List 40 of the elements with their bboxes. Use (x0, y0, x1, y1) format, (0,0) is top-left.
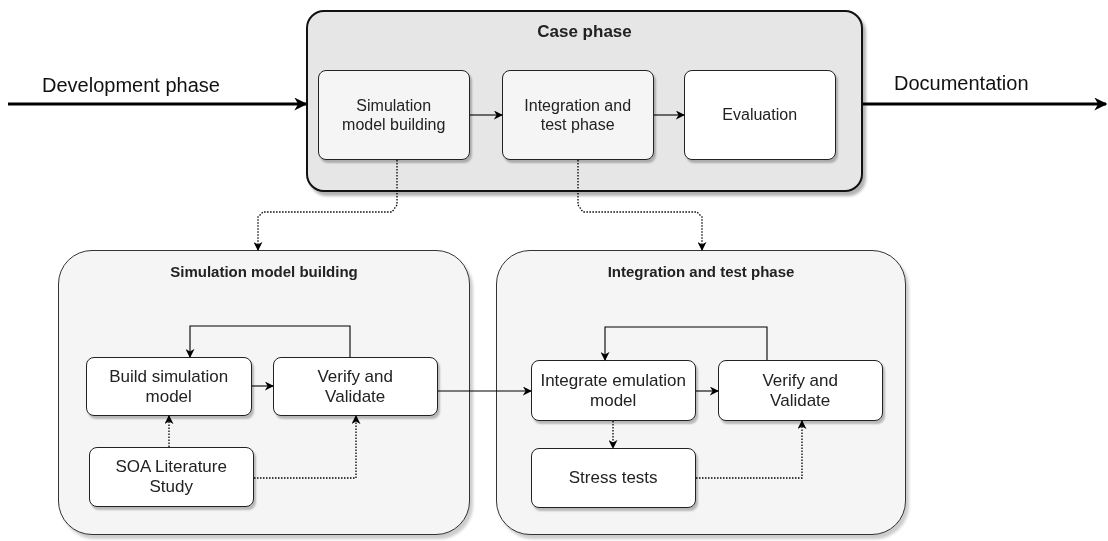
box-label: Verify and Validate (761, 370, 839, 411)
arrow (695, 420, 807, 479)
box-label: Integration and test phase (523, 95, 633, 135)
arrow (437, 386, 532, 396)
box-label: Build simulation model (108, 366, 230, 407)
phase-container (306, 10, 863, 192)
arrow (253, 415, 361, 479)
box-label: SOA Literature Study (114, 456, 228, 498)
box-label: Evaluation (721, 105, 799, 125)
process-box (531, 360, 696, 421)
arrow (577, 159, 707, 251)
arrow (8, 97, 308, 111)
edge-label: Development phase (40, 74, 222, 97)
process-box (273, 357, 438, 416)
process-box (502, 70, 654, 160)
arrow (253, 159, 398, 251)
arrow (608, 420, 618, 449)
box-label: Stress tests (567, 467, 659, 489)
box-label: Simulation model building (341, 95, 447, 135)
arrow (695, 386, 719, 396)
box-label: Integrate emulation model (539, 370, 687, 411)
container-title: Case phase (536, 22, 633, 43)
arrow (863, 97, 1108, 111)
arrow (600, 326, 768, 361)
container-title: Integration and test phase (606, 263, 796, 281)
process-box (89, 447, 254, 507)
process-box (531, 448, 696, 508)
group-container (58, 250, 470, 535)
process-box (86, 357, 252, 416)
process-box (684, 70, 836, 160)
box-label: Verify and Validate (316, 366, 394, 407)
container-title: Simulation model building (169, 263, 359, 281)
group-container (496, 250, 906, 535)
arrow (251, 381, 274, 391)
arrow (185, 325, 351, 358)
arrow (469, 110, 503, 120)
process-box (318, 70, 470, 160)
process-box (718, 360, 883, 421)
arrow (164, 415, 174, 448)
arrow (653, 110, 685, 120)
